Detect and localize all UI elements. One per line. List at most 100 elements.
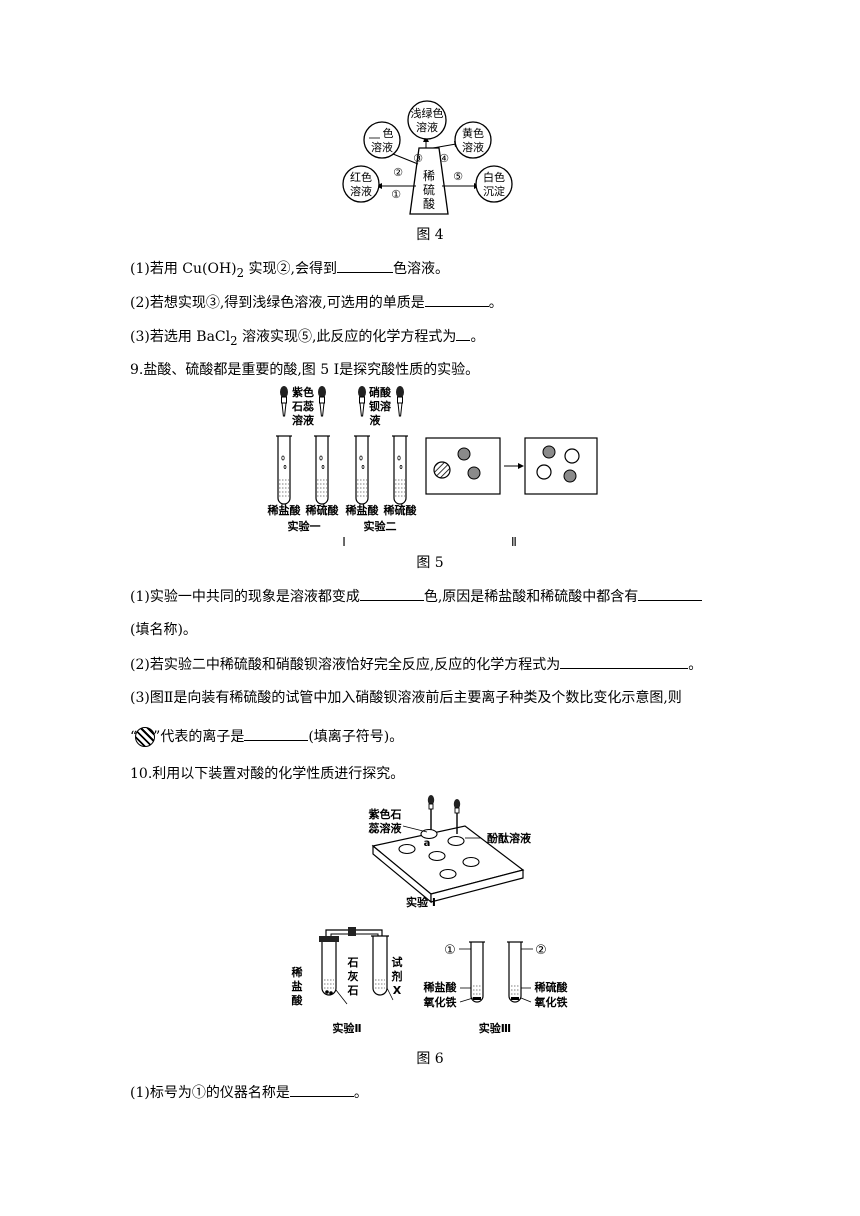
answer-blank[interactable] — [289, 1082, 354, 1097]
q8-p3a: (3)若选用 BaCl — [130, 329, 231, 345]
well — [462, 856, 480, 868]
hcl-label-2: 盐 — [292, 979, 303, 993]
bubble-light-green — [407, 100, 447, 140]
q10-part1: (1)标号为①的仪器名称是。 — [130, 1082, 368, 1103]
bubble-blank-l2: 溶液 — [371, 140, 393, 154]
barium-label-3: 液 — [370, 413, 382, 427]
answer-blank[interactable] — [244, 726, 309, 741]
q9-part3: (3)图Ⅱ是向装有稀硫酸的试管中加入硝酸钡溶液前后主要离子种类及个数比变化示意图… — [130, 690, 682, 706]
dropper-1 — [279, 385, 289, 417]
answer-blank[interactable] — [424, 292, 489, 307]
ion-gray — [457, 447, 471, 461]
q8-p3-sub: 2 — [230, 333, 238, 348]
figure-4-caption: 图 4 — [416, 227, 444, 243]
q9-p3b: “ — [130, 729, 138, 745]
hcl-label-1: 稀 — [292, 965, 303, 979]
q8-part2: (2)若想实现③,得到浅绿色溶液,可选用的单质是 。 — [130, 292, 503, 313]
ion-box-after — [524, 437, 598, 495]
litmus-dropper — [427, 794, 435, 831]
bubble-yellow — [454, 121, 492, 159]
tube-label-1: 稀盐酸 — [268, 503, 302, 517]
answer-blank[interactable] — [359, 586, 424, 601]
tube-label-2: 稀硫酸 — [306, 503, 340, 517]
reagent-label-2: 剂 — [391, 969, 403, 983]
q9-p3d: (填离子符号)。 — [308, 729, 404, 745]
litmus-label-1: 紫色 — [292, 385, 314, 399]
tube-num-2: ② — [535, 943, 547, 958]
well — [398, 843, 416, 855]
figure-5: 紫色 石蕊 溶液 硝酸 钡溶 液 稀盐酸 稀硫酸 稀盐酸 稀硫酸 实验一 实验二… — [268, 385, 598, 549]
panel-I-label: Ⅰ — [342, 535, 346, 549]
q8-p2b: 。 — [488, 295, 503, 311]
acid-flask — [409, 147, 449, 215]
q8-p1-sub: 2 — [236, 265, 245, 280]
well — [428, 850, 446, 862]
reagent-label-3: X — [393, 984, 402, 997]
test-tube-3 — [353, 435, 371, 505]
hatched-ion-icon — [135, 727, 156, 747]
ion-white — [536, 464, 552, 480]
hcl2-label: 稀盐酸 — [424, 980, 458, 994]
h2so4-label: 稀硫酸 — [535, 980, 569, 994]
bubble-red-l1: 红色 — [350, 170, 372, 184]
arrow-num-4: ④ — [439, 152, 449, 165]
experiment-2-label: 实验二 — [364, 519, 397, 533]
arrow-num-5: ⑤ — [453, 170, 463, 183]
stopper — [319, 936, 339, 942]
litmus-label-2: 蕊溶液 — [369, 821, 403, 835]
ion-hatched — [433, 461, 451, 479]
tube-num-1: ① — [444, 943, 456, 958]
litmus-label-3: 溶液 — [292, 413, 315, 427]
q8-p2a: (2)若想实现③,得到浅绿色溶液,可选用的单质是 — [130, 295, 425, 311]
q8-part1: (1)若用 Cu(OH)2 实现②,会得到色溶液。 — [130, 258, 449, 283]
answer-blank[interactable] — [456, 326, 471, 341]
q9-part2: (2)若实验二中稀硫酸和硝酸钡溶液恰好完全反应,反应的化学方程式为。 — [130, 654, 702, 675]
experiment-II-label: 实验Ⅱ — [332, 1021, 361, 1035]
test-tube-4 — [391, 435, 409, 505]
test-tube-1 — [470, 942, 484, 1003]
dropper-3 — [357, 385, 367, 417]
test-tube-2 — [313, 435, 331, 505]
bubble-green-l2: 溶液 — [416, 120, 438, 134]
dropper-4 — [395, 385, 405, 417]
q10-p1a: (1)标号为①的仪器名称是 — [130, 1085, 290, 1101]
bubble-white — [475, 165, 513, 203]
q10-stem: 10.利用以下装置对酸的化学性质进行探究。 — [130, 766, 405, 782]
test-tube-hcl — [321, 936, 337, 996]
figure-4: 稀 硫 酸 红色 溶液 色 溶液 浅绿色 溶液 黄色 溶液 白色 沉淀 ① ② … — [342, 100, 513, 215]
reagent-label-1: 试 — [392, 955, 403, 969]
q9-p1a: (1)实验一中共同的现象是溶液都变成 — [130, 589, 360, 605]
arrow-num-1: ① — [391, 188, 401, 201]
test-tube-x — [372, 936, 388, 996]
tube-label-4: 稀硫酸 — [384, 503, 418, 517]
ion-gray — [467, 466, 481, 480]
q8-p3b: 溶液实现⑤,此反应的化学方程式为 — [237, 329, 457, 345]
tube-label-3: 稀盐酸 — [346, 503, 380, 517]
iron-oxide-label-1: 氧化铁 — [423, 995, 457, 1009]
q8-p1b: 实现②,会得到 — [244, 261, 337, 277]
figure-5-caption: 图 5 — [416, 555, 444, 571]
hcl-label-3: 酸 — [292, 993, 304, 1007]
iron-oxide-label-2: 氧化铁 — [534, 995, 568, 1009]
phenol-label: 酚酞溶液 — [487, 831, 532, 845]
q8-part3: (3)若选用 BaCl2 溶液实现⑤,此反应的化学方程式为。 — [130, 326, 484, 351]
q9-p2b: 。 — [688, 657, 703, 673]
well — [447, 835, 465, 847]
answer-blank[interactable] — [336, 258, 393, 273]
dropper-2 — [317, 385, 327, 417]
experiment-1-label: 实验一 — [288, 519, 321, 533]
limestone-label-1: 石 — [347, 956, 359, 969]
bubble-yellow-l1: 黄色 — [462, 126, 484, 140]
bubble-green-l1: 浅绿色 — [411, 106, 444, 120]
bubble-red-l2: 溶液 — [350, 184, 372, 198]
answer-blank[interactable] — [560, 654, 689, 669]
arrow-num-2: ② — [393, 166, 403, 179]
answer-blank[interactable] — [638, 586, 703, 601]
well — [439, 868, 457, 880]
figure-6-caption: 图 6 — [416, 1051, 444, 1067]
q9-p1b: 色,原因是稀盐酸和稀硫酸中都含有 — [423, 589, 639, 605]
limestone-label-2: 灰 — [348, 969, 359, 983]
arrow-num-3: ③ — [413, 152, 423, 165]
barium-label-1: 硝酸 — [369, 385, 392, 399]
q9-part1-cont: (填名称)。 — [130, 622, 197, 638]
